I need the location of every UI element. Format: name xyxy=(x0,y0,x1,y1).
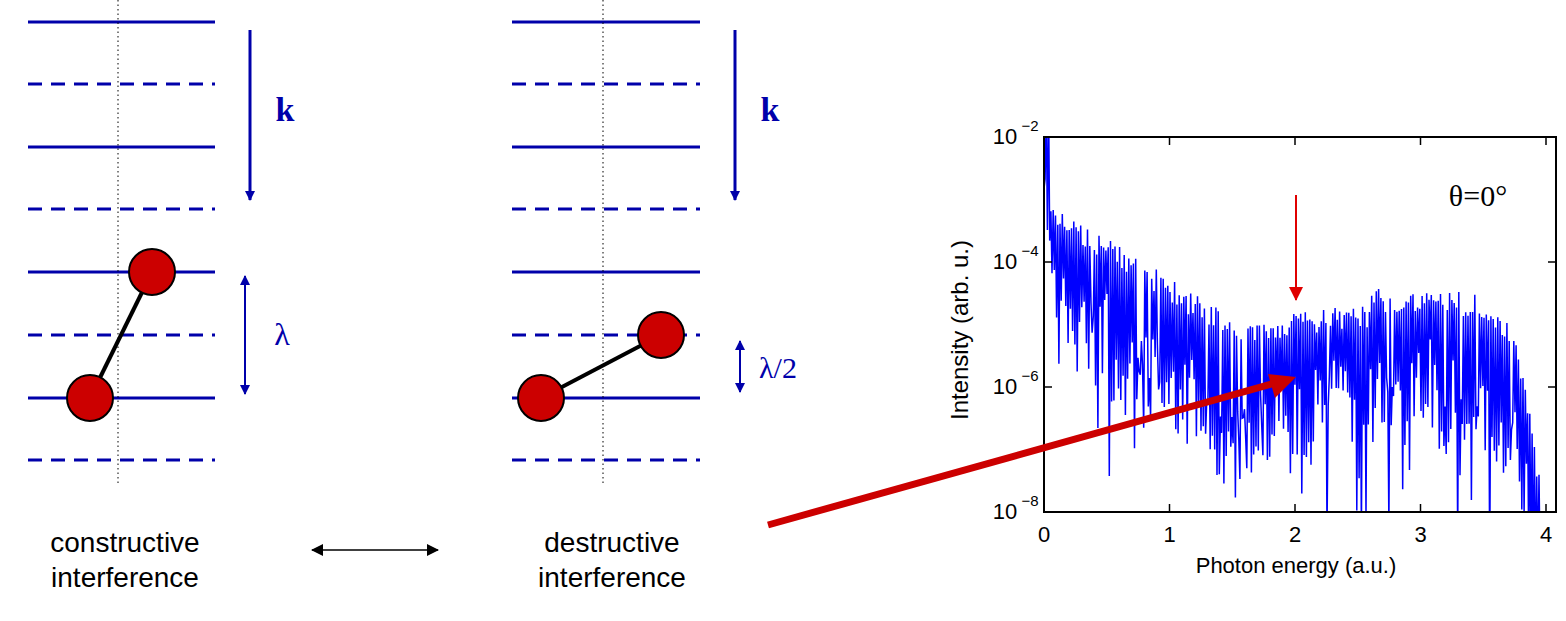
tick-exponent: −2 xyxy=(1021,118,1038,135)
tick-label: 2 xyxy=(1289,523,1301,547)
wave-crest xyxy=(28,146,215,149)
tick xyxy=(1420,504,1422,512)
wave-crest xyxy=(28,271,215,274)
spectrum-trace xyxy=(1044,137,1556,512)
tick-label: 10 xyxy=(993,125,1017,149)
tick xyxy=(1044,511,1052,513)
molecule xyxy=(518,312,684,421)
tick-label: 10 xyxy=(993,500,1017,524)
tick-exponent: −8 xyxy=(1021,493,1038,510)
tick xyxy=(1169,137,1171,145)
wave-vector-arrow xyxy=(734,30,737,200)
tick xyxy=(1545,504,1547,512)
spectrum-plot xyxy=(1044,102,1566,621)
tick xyxy=(1169,504,1171,512)
angle-label: θ=0° xyxy=(1449,179,1507,212)
wavelength-label: λ xyxy=(274,317,290,352)
wave-crest xyxy=(28,21,215,24)
tick-exponent: −4 xyxy=(1021,243,1038,260)
wavefronts xyxy=(28,22,215,460)
pointer-arrow xyxy=(768,380,1286,525)
tick xyxy=(1044,261,1052,263)
half-wavelength-arrow xyxy=(739,341,741,392)
wave-crest xyxy=(512,271,700,274)
wavelength-label: λ/2 xyxy=(759,351,797,384)
tick xyxy=(1044,136,1052,138)
double-arrow xyxy=(312,549,438,551)
tick xyxy=(1545,137,1547,145)
vector-label: k xyxy=(276,91,295,128)
wave-crest xyxy=(28,397,215,400)
tick xyxy=(1548,511,1556,513)
vector-label: k xyxy=(761,91,780,128)
caption-label: constructive interference xyxy=(5,525,245,595)
tick xyxy=(1044,386,1052,388)
caption-label: destructive interference xyxy=(492,525,732,595)
wave-trough xyxy=(28,459,215,462)
pointer-arrowhead xyxy=(1268,374,1296,398)
tick xyxy=(1043,504,1045,512)
axis-line xyxy=(603,0,604,486)
tick xyxy=(1043,137,1045,145)
tick-label: 1 xyxy=(1163,523,1175,547)
tick-label: 0 xyxy=(1038,523,1050,547)
tick-label: 4 xyxy=(1540,523,1552,547)
wavelength-arrow xyxy=(244,276,246,394)
axis-title: Photon energy (a.u.) xyxy=(1196,554,1397,578)
tick xyxy=(1294,137,1296,145)
wave-vector-arrow xyxy=(249,30,252,200)
axis-line xyxy=(118,0,119,486)
tick-exponent: −6 xyxy=(1021,368,1038,385)
wave-trough xyxy=(28,83,215,86)
axis-title: Intensity (arb. u.) xyxy=(947,237,973,423)
tick-label: 3 xyxy=(1414,523,1426,547)
tick xyxy=(1420,137,1422,145)
wave-trough xyxy=(512,459,700,462)
minimum-marker xyxy=(1295,195,1297,300)
wave-trough xyxy=(28,208,215,211)
wavefronts xyxy=(512,22,700,460)
molecule xyxy=(67,249,175,421)
tick xyxy=(1294,504,1296,512)
wave-crest xyxy=(512,21,700,24)
tick-label: 10 xyxy=(993,250,1017,274)
wave-trough xyxy=(512,208,700,211)
plot-frame xyxy=(1044,137,1556,512)
wave-trough xyxy=(512,83,700,86)
tick-label: 10 xyxy=(993,375,1017,399)
tick xyxy=(1548,136,1556,138)
tick xyxy=(1548,261,1556,263)
wave-crest xyxy=(512,146,700,149)
tick xyxy=(1548,386,1556,388)
